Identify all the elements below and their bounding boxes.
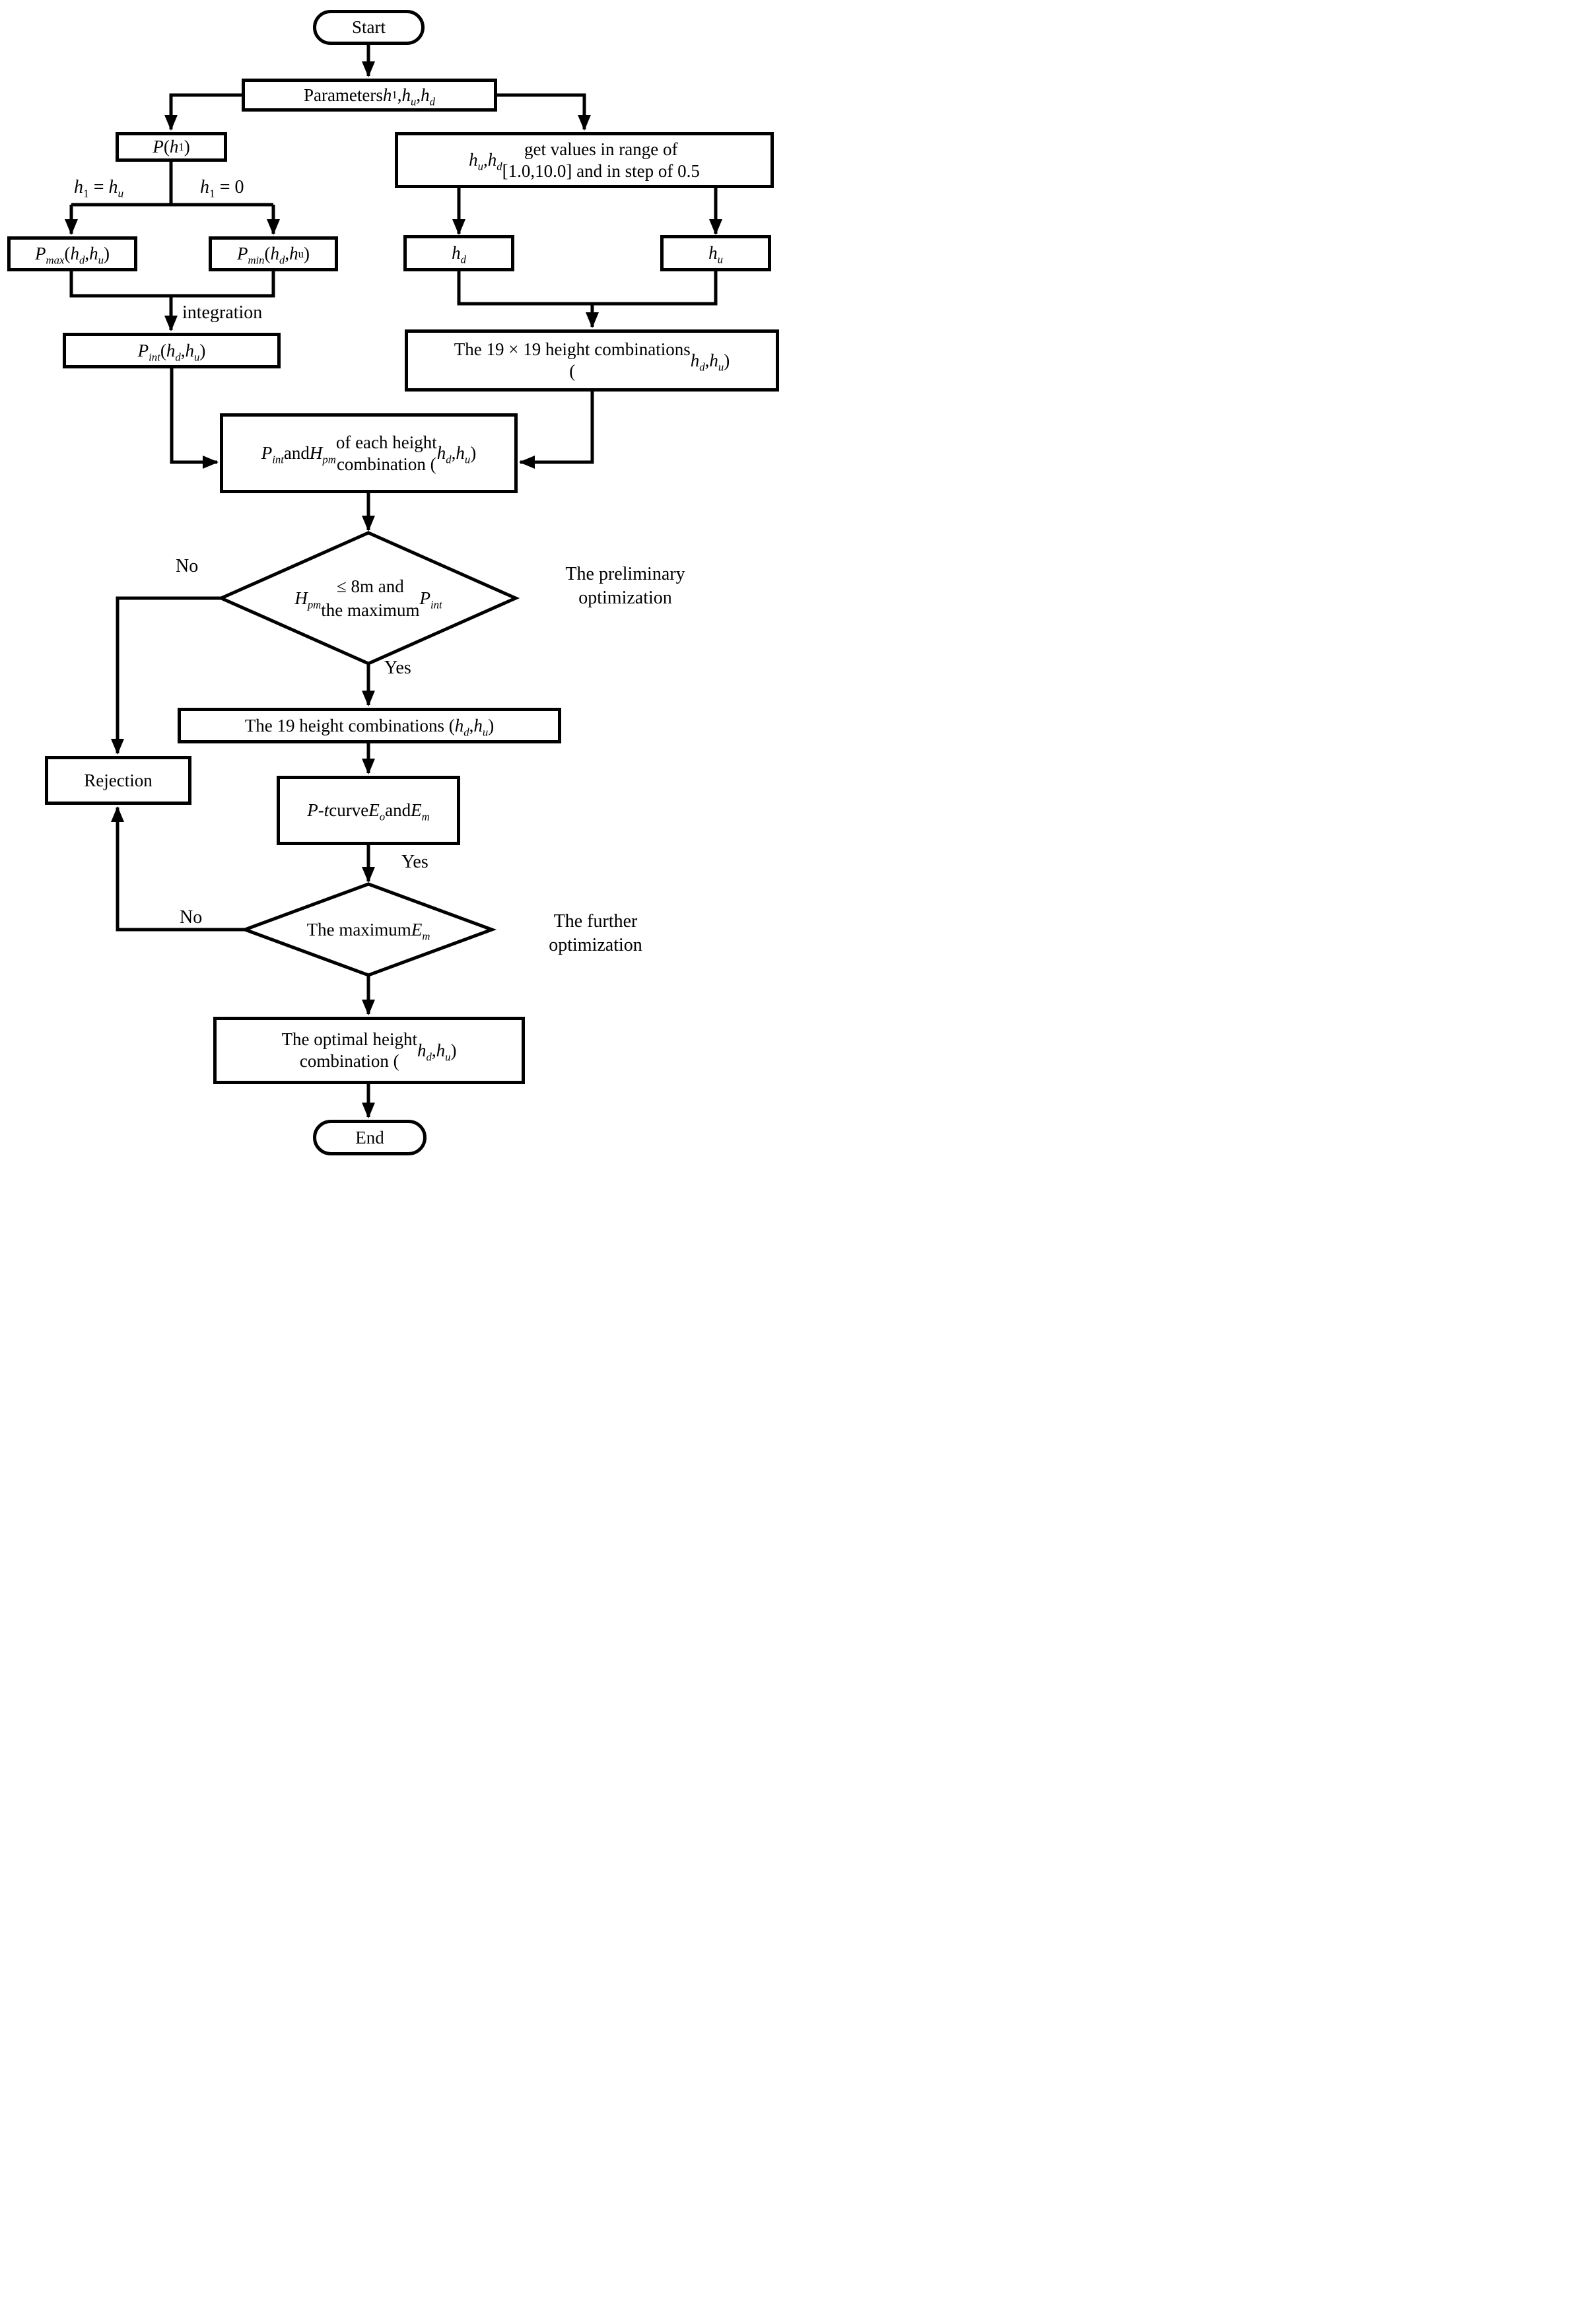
edge-label-yes2: Yes <box>401 852 428 872</box>
combos-19-node: The 19 height combinations (hd, hu) <box>178 708 561 743</box>
decision2-label: The maximum Em <box>306 919 430 943</box>
edge-hd-hu-merge <box>457 271 718 306</box>
edge-label-yes1: Yes <box>384 658 411 678</box>
edge-parameters-ph1 <box>164 93 242 131</box>
decision2-diamond <box>240 882 497 977</box>
flow-connectors <box>65 45 722 1118</box>
edge-label-no1: No <box>176 556 199 576</box>
range-node: hu, hd get values in range of[1.0,10.0] … <box>395 132 774 188</box>
h-u-node: hu <box>660 235 771 271</box>
edge-combos19x19-eachcombo <box>519 392 594 469</box>
edge-pmax-pmin-merge <box>69 271 275 298</box>
p-int-node: Pint(hd, hu) <box>63 333 281 368</box>
edge-label-integration: integration <box>182 302 263 323</box>
edge-decision1-no-rejection <box>111 596 221 755</box>
decision1-diamond <box>217 531 520 666</box>
edge-parameters-range <box>497 93 591 131</box>
start-node: Start <box>313 10 425 45</box>
edge-label-no2: No <box>180 907 203 928</box>
edge-decision2-no-rejection <box>111 806 245 932</box>
edge-label-h1-eq-hu: h1 = hu <box>74 177 124 200</box>
rejection-node: Rejection <box>45 756 191 805</box>
edge-label-h1-eq-0: h1 = 0 <box>200 177 244 200</box>
end-node: End <box>313 1120 427 1155</box>
p-max-node: Pmax(hd, hu) <box>7 236 137 271</box>
combos-19x19-node: The 19 × 19 height combinations(hd, hu) <box>405 329 779 392</box>
h-d-node: hd <box>403 235 514 271</box>
edge-pint-eachcombo <box>170 368 219 469</box>
